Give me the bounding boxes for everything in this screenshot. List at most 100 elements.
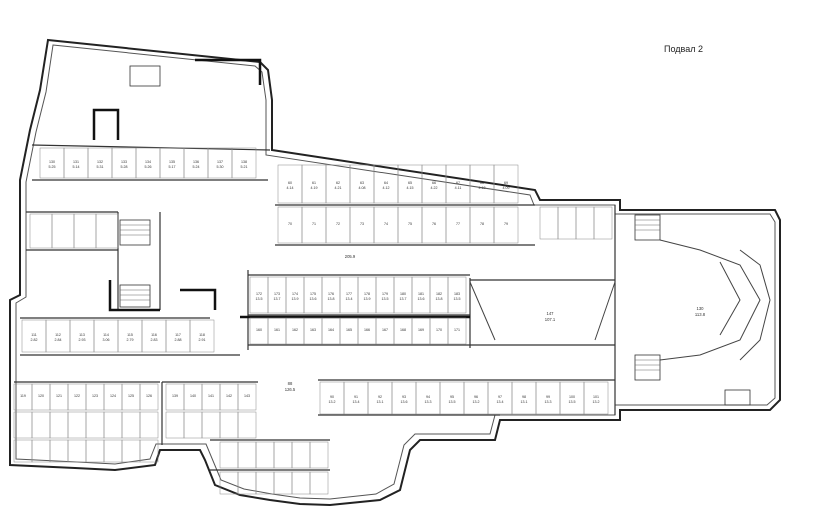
row-d-top-cell [493,164,519,204]
row-a-last-cell [139,439,159,463]
row-d-bottom-room-number: 73 [360,222,364,226]
row-b-lower-cell [237,411,257,439]
row-a-lower-cell [49,411,69,439]
row-c-top-room-number: 183 [454,292,460,296]
row-c-top-room-area: 13.7 [274,297,281,301]
row-a-top-room-area: 2.84 [55,338,62,342]
row-a-lower-cell [85,411,105,439]
row-b-top-room-area: 5.14 [73,165,80,169]
row-b-top-room-number: 135 [169,160,175,164]
row-d-top-room-area: 4.09 [503,186,510,190]
row-c-bottom-room-number: 169 [418,328,424,332]
row-b-lower-cell [219,411,239,439]
row-d-top-room-area: 4.21 [335,186,342,190]
row-a-top-room-area: 2.82 [31,338,38,342]
row-b-top-room-number: 137 [217,160,223,164]
row-b-top-room-number: 130 [49,160,55,164]
row-a-bottom-room-number: 125 [128,394,134,398]
row-e-room-number: 91 [354,395,358,399]
row-a-bottom-room-number: 120 [38,394,44,398]
row-d-top-room-number: 64 [384,181,388,185]
row-c-top-room-area: 13.8 [436,297,443,301]
row-a-last-cell [103,439,123,463]
row-a-lower-cell [13,411,33,439]
row-d-top-room-number: 67 [456,181,460,185]
row-c-top-room-number: 173 [274,292,280,296]
row-c-top-room-number: 177 [346,292,352,296]
row-d-top-room-number: 63 [360,181,364,185]
row-c-top-room-number: 179 [382,292,388,296]
stair-treads [120,219,660,371]
row-a-top-room-number: 117 [175,333,181,337]
row-b-bottom-room-number: 143 [244,394,250,398]
row-b-top-room-number: 133 [121,160,127,164]
row-d-top-room-area: 4.08 [359,186,366,190]
row-a-top-cell [189,319,215,353]
row-e-room-area: 13.2 [473,400,480,404]
floor-title: Подвал 2 [664,44,703,54]
row-a-top-room-area: 2.88 [175,338,182,342]
row-d-top-room-number: 60 [288,181,292,185]
row-e-room-area: 13.4 [353,400,360,404]
row-b-top-room-area: 5.26 [145,165,152,169]
large-room-right-hall-number: 130 [697,306,705,311]
row-a-lower-cell [67,411,87,439]
row-d-bottom-room-number: 78 [480,222,484,226]
row-a-top-room-area: 2.91 [199,338,206,342]
row-c-top-room-area: 13.4 [346,297,353,301]
row-g-lower-cell [255,471,275,495]
stairs [119,65,751,406]
row-c-top-room-number: 180 [400,292,406,296]
row-a-bottom-room-number: 124 [110,394,116,398]
row-a-lower-cell [139,411,159,439]
large-room-ramp-number: 147 [547,311,555,316]
row-d-top-room-number: 61 [312,181,316,185]
row-b-lower-cell [201,411,221,439]
row-e-room-number: 96 [474,395,478,399]
row-g-cell [237,441,257,469]
row-b-top-room-area: 5.28 [121,165,128,169]
row-e-room-area: 13.4 [497,400,504,404]
row-e-room-area: 13.1 [377,400,384,404]
row-c-top-room-area: 13.9 [292,297,299,301]
row-e-room-number: 94 [426,395,430,399]
ramp-area [469,239,771,361]
row-e-cell [583,381,609,415]
row-b-lower-cell [165,411,185,439]
row-a-top-room-number: 116 [151,333,157,337]
large-room-center-hall-area: 126.5 [285,387,296,392]
row-a-last-cell [49,439,69,463]
row-e-room-area: 13.5 [569,400,576,404]
row-c-bottom-room-number: 161 [274,328,280,332]
row-a-last-cell [31,439,51,463]
row-e-room-area: 13.5 [449,400,456,404]
row-d-top-room-number: 69 [504,181,508,185]
row-g-cell [255,441,275,469]
row-a-bottom-cell [139,383,159,411]
row-c-bottom-room-number: 168 [400,328,406,332]
row-d-bottom-room-number: 76 [432,222,436,226]
row-b-bottom-room-number: 142 [226,394,232,398]
row-e-room-number: 95 [450,395,454,399]
row-e-room-area: 13.3 [545,400,552,404]
row-c-bottom-room-number: 160 [256,328,262,332]
row-a-bottom-room-number: 119 [20,394,26,398]
row-g-cell [291,441,311,469]
large-room-right-hall-area: 113.8 [695,312,706,317]
row-a-top-room-number: 118 [199,333,205,337]
row-b-top-room-number: 132 [97,160,103,164]
core-walls [92,58,470,319]
row-c-top-room-area: 13.5 [454,297,461,301]
row-d-top-room-area: 4.11 [455,186,462,190]
row-c-top-room-number: 182 [436,292,442,296]
row-a-bottom-room-number: 121 [56,394,62,398]
row-a-top-room-area: 2.79 [127,338,134,342]
row-a-last-cell [85,439,105,463]
row-b-bottom-room-number: 140 [190,394,196,398]
large-room-center-hall-number: 88 [288,381,293,386]
row-e-room-number: 99 [546,395,550,399]
row-d-bottom-room-number: 74 [384,222,388,226]
row-e-room-number: 101 [593,395,599,399]
row-g-cell [309,441,329,469]
